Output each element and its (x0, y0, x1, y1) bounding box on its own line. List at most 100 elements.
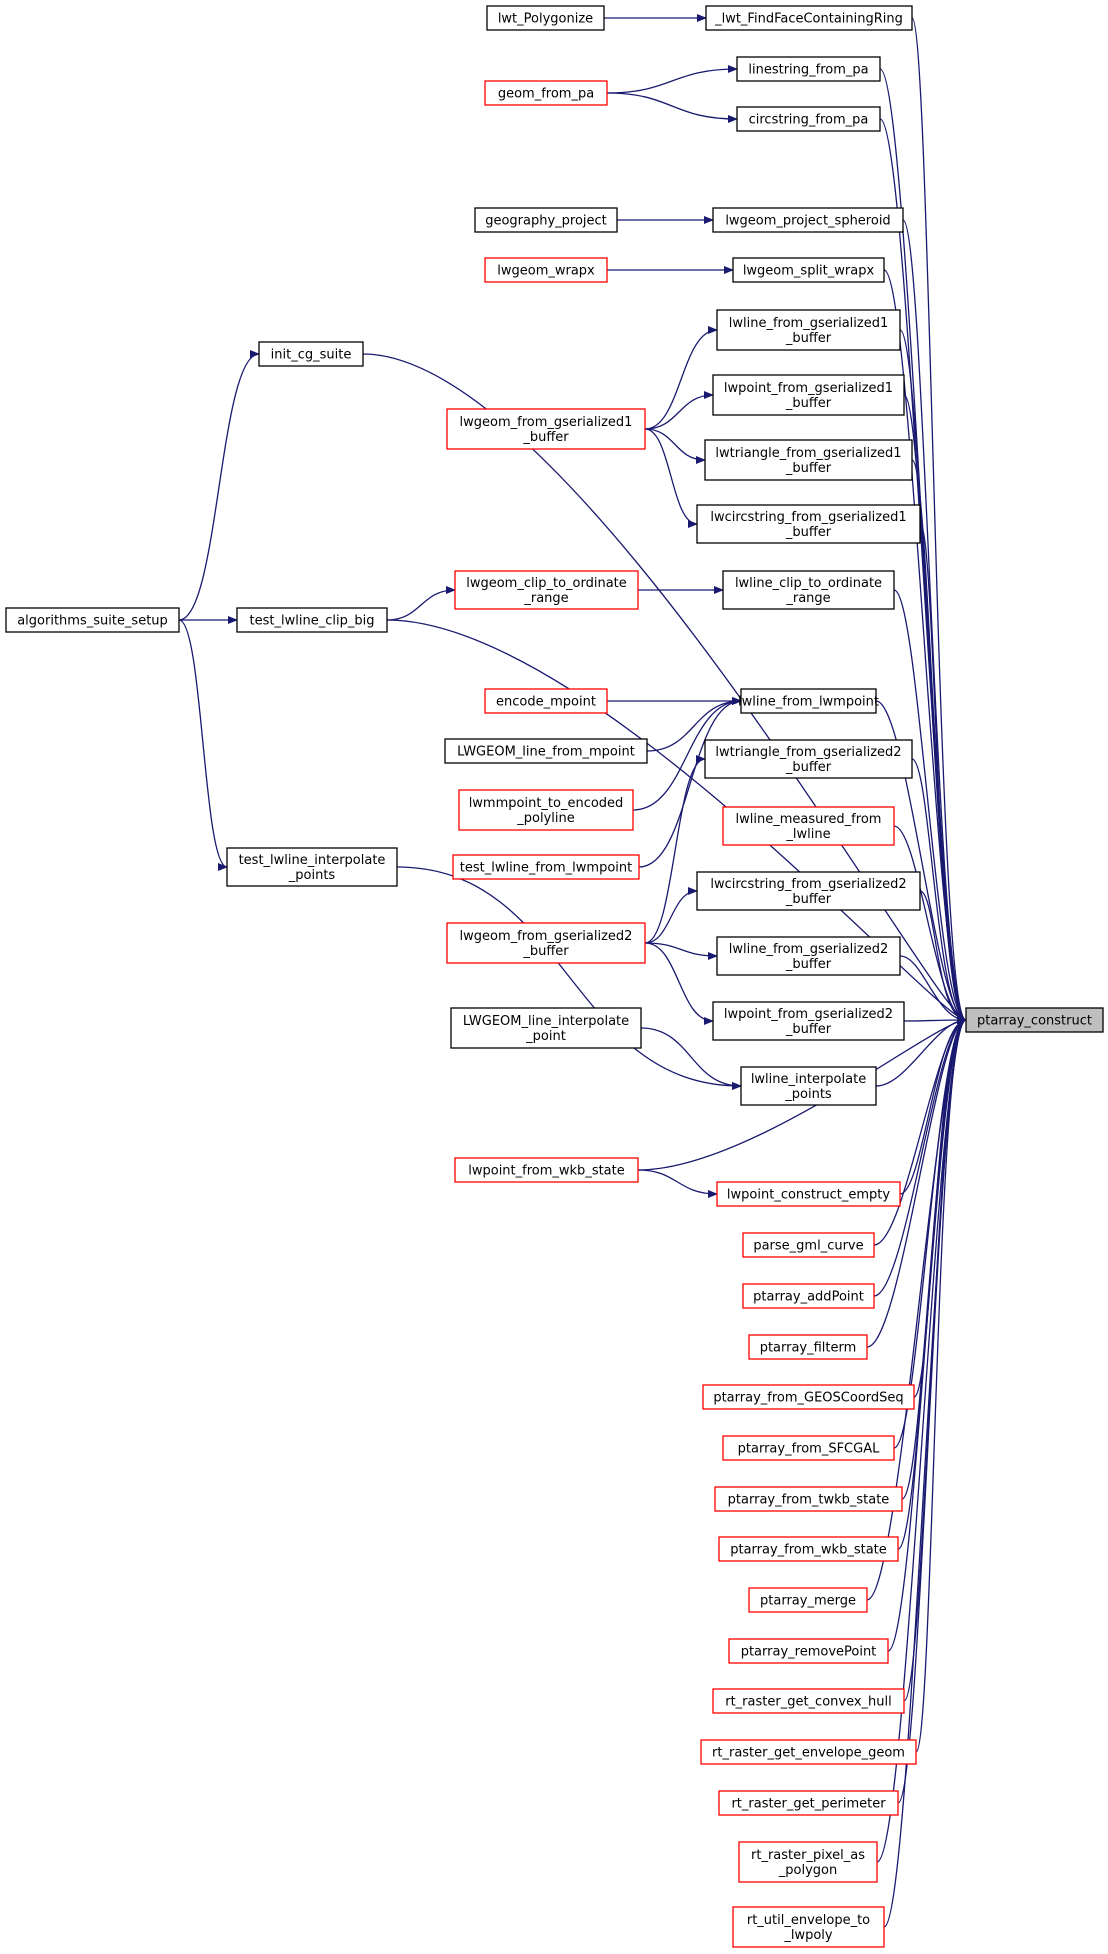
node-label: _polyline (516, 811, 574, 826)
node-ptarray-filterm[interactable]: ptarray_filterm (748, 1334, 868, 1360)
edge-rt-util-envelope-to-lwpoly-to-ptarray-construct (883, 1016, 967, 1928)
node-lwgeom-clip-to-ordinate-range[interactable]: lwgeom_clip_to_ordinate_range (454, 570, 639, 610)
node-label: lwcircstring_from_gserialized1 (710, 510, 906, 525)
node-lwgeom-wrapx[interactable]: lwgeom_wrapx (484, 257, 608, 283)
node-box (696, 871, 921, 911)
node-label: ptarray_filterm (760, 1341, 857, 1356)
edge-ptarray-filterm-to-ptarray-construct (866, 1016, 967, 1348)
node-geography-project[interactable]: geography_project (474, 207, 618, 233)
edge-rt-raster-get-perimeter-to-ptarray-construct (897, 1016, 967, 1804)
node-lwgeom-line-from-mpoint[interactable]: LWGEOM_line_from_mpoint (444, 738, 648, 764)
node-lwtriangle-from-gserialized2-buffer[interactable]: lwtriangle_from_gserialized2_buffer (704, 739, 913, 779)
node--lwt-findfacecontainingring[interactable]: _lwt_FindFaceContainingRing (705, 5, 913, 31)
node-linestring-from-pa[interactable]: linestring_from_pa (736, 56, 881, 82)
edge-lwgeom-from-gserialized2-buffer-to-lwpoint-from-gserialized2-buffer (644, 942, 714, 1025)
node-box (722, 570, 895, 610)
node-label: lwtriangle_from_gserialized2 (715, 745, 901, 760)
node-lwpoint-from-gserialized2-buffer[interactable]: lwpoint_from_gserialized2_buffer (712, 1001, 905, 1041)
node-box (740, 1066, 877, 1106)
node-lwline-from-lwmpoint[interactable]: lwline_from_lwmpoint (738, 688, 879, 714)
node-label: _polygon (778, 1863, 837, 1878)
node-lwline-interpolate-points[interactable]: lwline_interpolate_points (740, 1066, 877, 1106)
node-ptarray-removepoint[interactable]: ptarray_removePoint (728, 1638, 889, 1664)
node-label: lwcircstring_from_gserialized2 (710, 877, 906, 892)
node-box (474, 207, 618, 233)
node-label: parse_gml_curve (753, 1239, 863, 1254)
node-encode-mpoint[interactable]: encode_mpoint (484, 688, 608, 714)
node-lwgeom-line-interpolate-point[interactable]: LWGEOM_line_interpolate_point (450, 1007, 642, 1049)
node-lwline-from-gserialized1-buffer[interactable]: lwline_from_gserialized1_buffer (716, 309, 901, 351)
edge-lwgeom-from-gserialized1-buffer-to-lwtriangle-from-gserialized1-buffer (644, 428, 706, 464)
node-test-lwline-interpolate-points[interactable]: test_lwline_interpolate_points (226, 847, 398, 887)
node-rt-raster-get-convex-hull[interactable]: rt_raster_get_convex_hull (712, 1688, 905, 1714)
node-label: lwline_from_gserialized1 (729, 316, 888, 331)
node-label: geography_project (485, 214, 607, 229)
edge-lwcircstring-from-gserialized1-buffer-to-ptarray-construct (919, 523, 967, 1024)
node-box (484, 688, 608, 714)
node-algorithms-suite-setup[interactable]: algorithms_suite_setup (5, 607, 180, 633)
node-label: lwmmpoint_to_encoded (469, 796, 624, 811)
node-box (732, 1906, 885, 1948)
node-lwtriangle-from-gserialized1-buffer[interactable]: lwtriangle_from_gserialized1_buffer (704, 439, 913, 481)
node-ptarray-addpoint[interactable]: ptarray_addPoint (742, 1283, 875, 1309)
node-lwt-polygonize[interactable]: lwt_Polygonize (486, 5, 605, 31)
node-parse-gml-curve[interactable]: parse_gml_curve (742, 1232, 875, 1258)
node-box (450, 1007, 642, 1049)
node-lwgeom-from-gserialized2-buffer[interactable]: lwgeom_from_gserialized2_buffer (446, 922, 646, 964)
node-lwline-measured-from-lwline[interactable]: lwline_measured_from_lwline (722, 806, 895, 846)
node-box (454, 1157, 639, 1183)
node-label: lwline_interpolate (751, 1072, 866, 1087)
node-label: ptarray_addPoint (753, 1290, 864, 1305)
node-label: _points (784, 1087, 832, 1102)
node-label: _buffer (785, 1022, 832, 1037)
node-circstring-from-pa[interactable]: circstring_from_pa (736, 106, 881, 132)
node-lwline-from-gserialized2-buffer[interactable]: lwline_from_gserialized2_buffer (716, 936, 901, 976)
node-rt-raster-get-envelope-geom[interactable]: rt_raster_get_envelope_geom (700, 1739, 917, 1765)
node-label: lwpoint_construct_empty (727, 1188, 890, 1203)
node-ptarray-from-sfcgal[interactable]: ptarray_from_SFCGAL (722, 1435, 895, 1461)
node-lwpoint-from-gserialized1-buffer[interactable]: lwpoint_from_gserialized1_buffer (712, 374, 905, 416)
node-label: lwgeom_wrapx (497, 264, 595, 279)
node-label: ptarray_from_twkb_state (728, 1493, 890, 1508)
edge-ptarray-merge-to-ptarray-construct (866, 1016, 967, 1601)
node-rt-util-envelope-to-lwpoly[interactable]: rt_util_envelope_to_lwpoly (732, 1906, 885, 1948)
node-test-lwline-from-lwmpoint[interactable]: test_lwline_from_lwmpoint (452, 854, 640, 880)
node-lwline-clip-to-ordinate-range[interactable]: lwline_clip_to_ordinate_range (722, 570, 895, 610)
node-lwcircstring-from-gserialized1-buffer[interactable]: lwcircstring_from_gserialized1_buffer (696, 504, 921, 544)
node-lwpoint-from-wkb-state[interactable]: lwpoint_from_wkb_state (454, 1157, 639, 1183)
node-ptarray-construct[interactable]: ptarray_construct (965, 1007, 1104, 1033)
node-lwgeom-split-wrapx[interactable]: lwgeom_split_wrapx (732, 257, 885, 283)
node-ptarray-from-wkb-state[interactable]: ptarray_from_wkb_state (718, 1536, 899, 1562)
node-label: _lwline (785, 827, 830, 842)
node-ptarray-from-twkb-state[interactable]: ptarray_from_twkb_state (714, 1486, 903, 1512)
edge-lwtriangle-from-gserialized1-buffer-to-ptarray-construct (911, 459, 967, 1024)
node-test-lwline-clip-big[interactable]: test_lwline_clip_big (236, 607, 388, 633)
node-label: lwgeom_from_gserialized1 (460, 415, 633, 430)
node-label: _point (525, 1029, 566, 1044)
node-box (484, 257, 608, 283)
node-lwcircstring-from-gserialized2-buffer[interactable]: lwcircstring_from_gserialized2_buffer (696, 871, 921, 911)
node-geom-from-pa[interactable]: geom_from_pa (484, 80, 608, 106)
node-ptarray-merge[interactable]: ptarray_merge (748, 1587, 868, 1613)
node-box (736, 56, 881, 82)
edge-ptarray-removepoint-to-ptarray-construct (887, 1016, 967, 1652)
edge-lwgeom-from-gserialized2-buffer-to-lwcircstring-from-gserialized2-buffer (644, 887, 698, 944)
node-ptarray-from-geoscoordseq[interactable]: ptarray_from_GEOSCoordSeq (702, 1384, 915, 1410)
node-lwpoint-construct-empty[interactable]: lwpoint_construct_empty (716, 1181, 901, 1207)
edge-lwline-clip-to-ordinate-range-to-ptarray-construct (893, 589, 967, 1024)
node-rt-raster-get-perimeter[interactable]: rt_raster_get_perimeter (718, 1790, 899, 1816)
node-rt-raster-pixel-as-polygon[interactable]: rt_raster_pixel_as_polygon (738, 1841, 878, 1883)
node-init-cg-suite[interactable]: init_cg_suite (258, 341, 364, 367)
node-label: geom_from_pa (498, 87, 594, 102)
node-label: _buffer (785, 892, 832, 907)
node-box (5, 607, 180, 633)
edge-lwpoint-construct-empty-to-ptarray-construct (899, 1016, 967, 1195)
node-lwmmpoint-to-encoded-polyline[interactable]: lwmmpoint_to_encoded_polyline (458, 789, 634, 831)
node-lwgeom-from-gserialized1-buffer[interactable]: lwgeom_from_gserialized1_buffer (446, 408, 646, 450)
edge-lwpoint-from-wkb-state-to-lwpoint-construct-empty (637, 1169, 718, 1198)
node-lwgeom-project-spheroid[interactable]: lwgeom_project_spheroid (712, 207, 904, 233)
node-label: rt_raster_get_convex_hull (725, 1695, 892, 1710)
edge-lwtriangle-from-gserialized2-buffer-to-ptarray-construct (911, 758, 967, 1024)
edge-lwgeom-line-interpolate-point-to-lwline-interpolate-points (640, 1027, 742, 1090)
edge-algorithms-suite-setup-to-test-lwline-interpolate-points (178, 619, 228, 871)
